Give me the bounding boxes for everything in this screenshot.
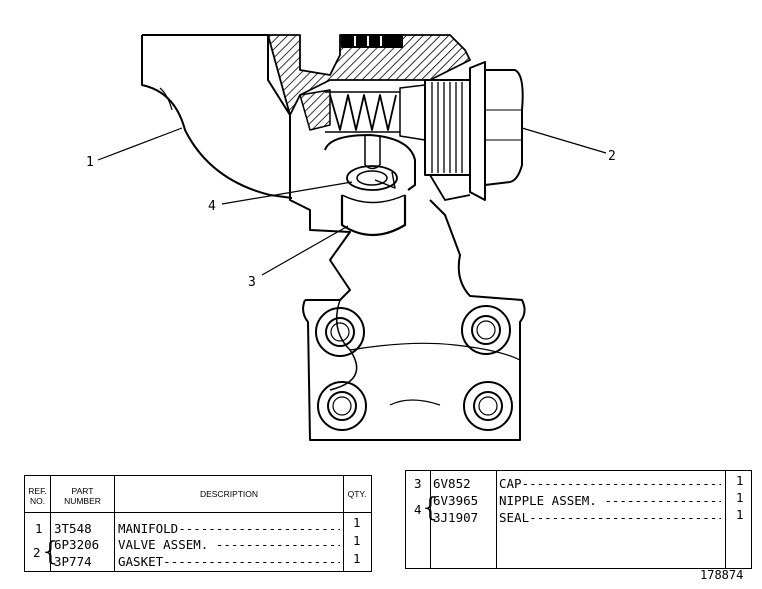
description-cell: VALVE ASSEM. ---------------------------	[118, 538, 340, 552]
bolt-hole-top-right	[461, 305, 511, 355]
part-number-cell: 3J1907	[433, 510, 479, 525]
description-cell: GASKET-------------------------------	[118, 555, 340, 569]
header-description: DESCRIPTION	[199, 489, 259, 499]
ref-no-cell: 4	[414, 502, 422, 517]
leader-line-4	[221, 181, 353, 205]
leader-line-2	[521, 127, 607, 154]
parts-table-right: 3 6V852 CAP-----------------------------…	[405, 470, 752, 569]
manifold-assembly-drawing: 1 2 3 4	[86, 34, 616, 441]
part-number-cell: 6P3206	[54, 537, 100, 552]
description-cell: CAP-------------------------------------…	[499, 477, 721, 491]
bolt-hole-bottom-right	[463, 381, 513, 431]
description-cell: SEAL------------------------------------…	[499, 511, 721, 525]
part-number-cell: 3P774	[54, 554, 92, 569]
qty-cell: 1	[736, 473, 744, 488]
ref-no-cell: 1	[35, 521, 43, 536]
manifold-body	[141, 34, 526, 441]
valve-assembly	[325, 61, 524, 201]
qty-cell: 1	[353, 533, 361, 548]
description-cell: MANIFOLD------------------------------	[118, 522, 340, 536]
qty-cell: 1	[736, 507, 744, 522]
part-number-cell: 6V852	[433, 476, 471, 491]
callout-2: 2	[608, 149, 616, 164]
part-number-cell: 6V3965	[433, 493, 479, 508]
leader-line-1	[97, 127, 183, 161]
part-number-cell: 3T548	[54, 521, 92, 536]
qty-cell: 1	[736, 490, 744, 505]
bolt-hole-bottom-left	[317, 381, 367, 431]
ref-no-cell: 2	[33, 545, 41, 560]
group-brace: {	[422, 493, 439, 523]
header-qty: QTY.	[347, 489, 367, 499]
callout-1: 1	[86, 155, 94, 170]
cap-and-nipple	[324, 134, 416, 236]
qty-cell: 1	[353, 515, 361, 530]
callout-3: 3	[248, 275, 256, 290]
group-brace: {	[42, 537, 59, 567]
callout-4: 4	[208, 199, 216, 214]
section-cutaway	[267, 34, 471, 131]
qty-cell: 1	[353, 551, 361, 566]
bolt-hole-top-left	[315, 307, 365, 357]
leader-line-3	[261, 225, 349, 276]
figure-number: 178874	[700, 568, 744, 582]
ref-no-cell: 3	[414, 476, 422, 491]
description-cell: NIPPLE ASSEM. --------------------------…	[499, 494, 721, 508]
header-ref-no: REF.NO.	[28, 486, 47, 506]
